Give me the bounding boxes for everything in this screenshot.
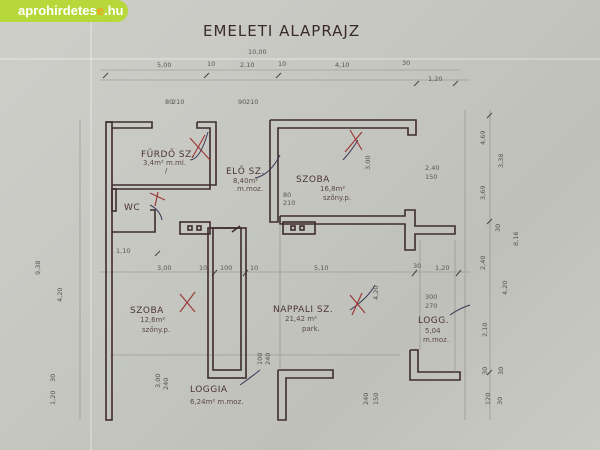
room-name-elo: ELŐ SZ. bbox=[226, 166, 265, 177]
dim-label: 30 bbox=[481, 367, 489, 375]
dim-label: 30 bbox=[402, 59, 410, 67]
dimension-lines bbox=[79, 69, 493, 420]
dim-label: 3,00 bbox=[157, 264, 171, 272]
dim-label: 3,00 bbox=[364, 156, 372, 170]
dim-label: 2,40 bbox=[425, 164, 439, 172]
dim-label: 210 bbox=[246, 98, 258, 106]
logo-text-accent: e bbox=[96, 3, 104, 18]
room-name-logg: LOGG. bbox=[418, 316, 449, 326]
dim-label: 100 bbox=[256, 353, 264, 365]
room-area-szoba-1: 16,8m² bbox=[320, 185, 345, 193]
dim-label: 1,20 bbox=[428, 75, 442, 83]
dim-label: 1,20 bbox=[435, 264, 449, 272]
dim-label: 300 bbox=[425, 293, 437, 301]
dim-label: 10 bbox=[199, 264, 207, 272]
room-floor-szoba-1: szőny.p. bbox=[323, 193, 351, 202]
room-x-markers bbox=[149, 129, 366, 316]
room-area-logg: 5,04 bbox=[425, 327, 441, 335]
walls bbox=[105, 119, 461, 421]
dim-label: 210 bbox=[283, 199, 295, 207]
room-name-szoba-2: SZOBA bbox=[130, 306, 164, 316]
dim-label: 240 bbox=[264, 353, 272, 365]
dim-label: 90 bbox=[238, 98, 246, 106]
paper-fold bbox=[0, 58, 600, 60]
dim-label: 80 bbox=[165, 98, 173, 106]
dim-label: 9,38 bbox=[34, 261, 42, 275]
room-area-loggia: 6,24m² m.moz. bbox=[190, 398, 243, 406]
dim-label: 3,38 bbox=[497, 154, 505, 168]
dim-label: 240 bbox=[362, 393, 370, 405]
paper-fold bbox=[90, 0, 92, 450]
room-floor-nappali: park. bbox=[302, 325, 320, 333]
room-area-nappali: 21,42 m² bbox=[285, 315, 317, 323]
dim-label: 4,20 bbox=[501, 281, 509, 295]
watermark-logo: aprohirdetese.hu bbox=[0, 0, 128, 22]
door-arcs bbox=[149, 131, 471, 386]
room-name-wc: WC bbox=[124, 203, 140, 213]
dim-label: 4,10 bbox=[335, 61, 349, 69]
dim-label: 30 bbox=[413, 262, 421, 270]
dim-label: 30 bbox=[497, 367, 505, 375]
dim-label: 80 bbox=[283, 191, 291, 199]
room-name-furdo: FÜRDŐ SZ. bbox=[141, 149, 195, 160]
room-area-szoba-2: 12,6m² bbox=[140, 316, 165, 324]
dim-label: 1,20 bbox=[49, 391, 57, 405]
dim-label: 2,40 bbox=[479, 256, 487, 270]
dim-label: 3,69 bbox=[479, 186, 487, 200]
dim-label: 30 bbox=[496, 397, 504, 405]
dim-label: 150 bbox=[425, 173, 437, 181]
dim-nappali-height: 4,20 bbox=[372, 286, 380, 300]
room-area-elo: 8,40m² bbox=[233, 177, 258, 185]
dim-label: 10 bbox=[278, 60, 286, 68]
room-name-nappali: NAPPALI SZ. bbox=[273, 305, 333, 315]
dim-label: 1,10 bbox=[116, 247, 130, 255]
room-floor-szoba-2: szőny.p. bbox=[142, 325, 170, 334]
plan-title: EMELETI ALAPRAJZ bbox=[203, 22, 360, 40]
dim-label: 150 bbox=[372, 393, 380, 405]
dim-label: 240 bbox=[162, 378, 170, 390]
room-note-furdo: / bbox=[165, 167, 168, 175]
dim-label: 30 bbox=[494, 224, 502, 232]
dim-label: 270 bbox=[425, 302, 437, 310]
dim-label: 5,10 bbox=[314, 264, 328, 272]
dim-label: 2,10 bbox=[481, 323, 489, 337]
dim-label: 4,69 bbox=[479, 131, 487, 145]
dim-label: 10 bbox=[250, 264, 258, 272]
dimension-labels: 10,00 5,00 10 2,10 10 4,10 30 1,20 80 21… bbox=[34, 48, 520, 405]
dim-label: 2,10 bbox=[240, 61, 254, 69]
vent-squares bbox=[187, 225, 305, 231]
dim-label: 5,00 bbox=[157, 61, 171, 69]
dim-label: 8,16 bbox=[512, 232, 520, 246]
dim-label: 3,00 bbox=[154, 374, 162, 388]
dim-total-width: 10,00 bbox=[248, 48, 267, 56]
dim-label: 120 bbox=[484, 393, 492, 405]
logo-text-domain: .hu bbox=[103, 3, 124, 18]
logo-text: aprohirdetes bbox=[18, 3, 97, 18]
dim-label: 100 bbox=[220, 264, 232, 272]
dim-label: 30 bbox=[49, 374, 57, 382]
dim-label: 210 bbox=[172, 98, 184, 106]
room-area-furdo: 3,4m² m.ml. bbox=[143, 159, 186, 167]
dim-label: 4,20 bbox=[56, 288, 64, 302]
room-name-szoba-1: SZOBA bbox=[296, 175, 330, 185]
room-floor-logg: m.moz. bbox=[423, 336, 449, 344]
room-floor-elo: m.moz. bbox=[237, 185, 263, 193]
room-name-loggia: LOGGIA bbox=[190, 385, 228, 395]
dim-label: 10 bbox=[207, 60, 215, 68]
